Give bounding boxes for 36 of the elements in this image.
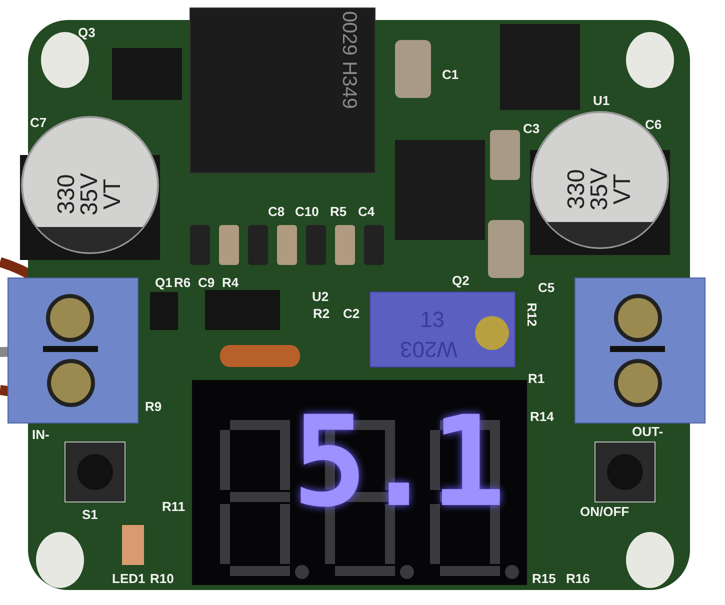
silkscreen-label: C6 (645, 118, 662, 131)
silkscreen-label: Q1 (155, 276, 172, 289)
silkscreen-label: Q3 (78, 26, 96, 39)
capacitor-marking: 330 35V VT (566, 166, 634, 213)
silkscreen-label: C5 (538, 281, 555, 294)
silkscreen-label: U2 (312, 290, 329, 303)
silkscreen-label: IN- (32, 428, 50, 441)
silkscreen-label: ON/OFF (580, 505, 630, 518)
silkscreen-label: R12 (525, 302, 538, 326)
silkscreen-label: R4 (222, 276, 239, 289)
silkscreen-label: R16 (566, 572, 590, 585)
silkscreen-label: C4 (358, 205, 375, 218)
silkscreen-label: Q2 (452, 274, 470, 287)
silkscreen-label: R6 (174, 276, 191, 289)
silkscreen-label: LED1 (112, 572, 146, 585)
silkscreen-label: R11 (162, 500, 186, 513)
silkscreen-label: C8 (268, 205, 285, 218)
silkscreen-label: U1 (593, 94, 610, 107)
silkscreen-label: R15 (532, 572, 556, 585)
silkscreen-label: C9 (198, 276, 215, 289)
display-reading: 5.1 (292, 400, 500, 525)
silkscreen-label: C7 (30, 116, 47, 129)
inductor-marking: 0029 H349 (338, 11, 359, 109)
silkscreen-label: R10 (150, 572, 174, 585)
silkscreen-label: R9 (145, 400, 162, 413)
silkscreen-label: C2 (343, 307, 360, 320)
silkscreen-label: C3 (523, 122, 540, 135)
silkscreen-label: R2 (313, 307, 330, 320)
silkscreen-label: R14 (530, 410, 554, 423)
silkscreen-label: C10 (295, 205, 319, 218)
silkscreen-label: C1 (442, 68, 459, 81)
silkscreen-label: R1 (528, 372, 545, 385)
silkscreen-label: OUT- (632, 425, 664, 438)
silkscreen-label: R5 (330, 205, 347, 218)
capacitor-marking: 330 35V VT (56, 172, 124, 218)
silkscreen-label: S1 (82, 508, 98, 521)
